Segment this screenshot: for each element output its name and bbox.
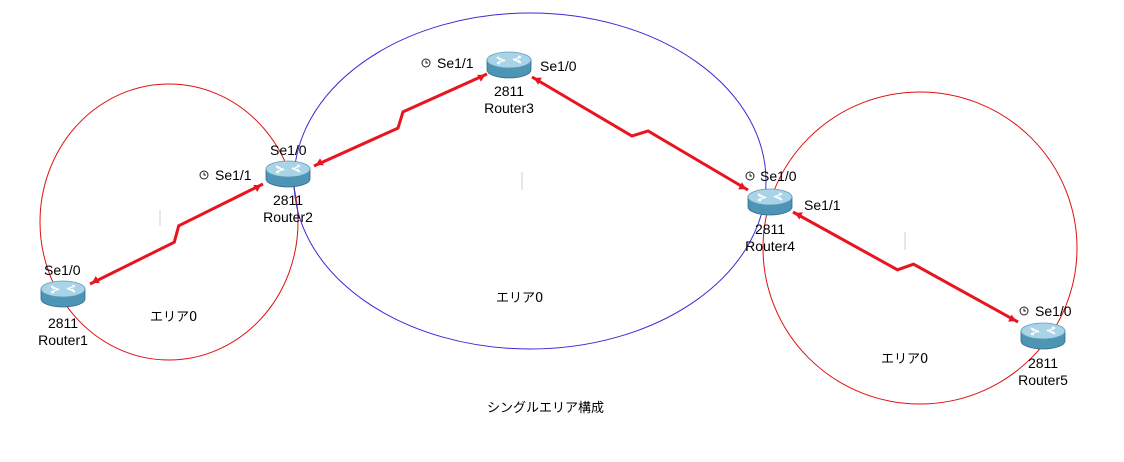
interface-label-to: Se1/0 bbox=[1035, 303, 1072, 319]
router-r1[interactable] bbox=[40, 280, 86, 308]
interface-label-from: Se1/1 bbox=[804, 197, 841, 213]
router-top bbox=[1020, 322, 1066, 340]
router-name-label: Router4 bbox=[745, 238, 795, 254]
link-endpoint-marker bbox=[315, 158, 324, 166]
area-right-label: エリア0 bbox=[881, 352, 928, 367]
router-arrows-icon bbox=[50, 284, 76, 294]
router-r5[interactable] bbox=[1020, 322, 1066, 350]
interface-label-to: Se1/1 bbox=[215, 167, 252, 183]
router-model-label: 2811 bbox=[273, 192, 303, 208]
link-endpoint-marker bbox=[794, 212, 803, 220]
router-top bbox=[747, 188, 793, 206]
router-arrows-icon bbox=[1030, 326, 1056, 336]
serial-link-1 bbox=[89, 182, 264, 286]
link-endpoint-marker bbox=[91, 276, 100, 283]
areas-layer bbox=[39, 12, 1078, 405]
routers-layer: 2811Router12811Router22811Router32811Rou… bbox=[38, 51, 1068, 388]
router-name-label: Router1 bbox=[38, 332, 88, 348]
router-model-label: 2811 bbox=[755, 221, 785, 237]
link-endpoint-marker bbox=[533, 77, 542, 85]
router-top bbox=[265, 160, 311, 178]
serial-link-4 bbox=[792, 210, 1019, 324]
router-top bbox=[486, 51, 532, 69]
diagram-title: シングルエリア構成 bbox=[487, 401, 604, 416]
router-name-label: Router2 bbox=[263, 209, 313, 225]
router-model-label: 2811 bbox=[1028, 355, 1058, 371]
router-r2[interactable] bbox=[265, 160, 311, 188]
router-model-label: 2811 bbox=[48, 315, 78, 331]
interface-label-to: Se1/1 bbox=[437, 55, 474, 71]
interface-label-from: Se1/0 bbox=[270, 142, 307, 158]
router-r4[interactable] bbox=[747, 188, 793, 216]
router-top bbox=[40, 280, 86, 298]
interface-label-to: Se1/0 bbox=[760, 168, 797, 184]
interface-label-from: Se1/0 bbox=[44, 262, 81, 278]
serial-link-3 bbox=[531, 75, 749, 192]
area-left-ellipse bbox=[39, 83, 299, 361]
router-arrows-icon bbox=[275, 164, 301, 174]
clock-icon bbox=[745, 171, 755, 181]
clock-icon bbox=[421, 58, 431, 68]
router-arrows-icon bbox=[757, 192, 783, 202]
interface-label-from: Se1/0 bbox=[540, 58, 577, 74]
router-name-label: Router5 bbox=[1018, 372, 1068, 388]
router-name-label: Router3 bbox=[484, 100, 534, 116]
clock-icon bbox=[1019, 306, 1029, 316]
link-endpoint-marker bbox=[477, 74, 486, 82]
link-endpoint-marker bbox=[738, 182, 747, 190]
area-center-label: エリア0 bbox=[496, 291, 543, 306]
link-endpoint-marker bbox=[253, 185, 262, 192]
router-model-label: 2811 bbox=[494, 83, 524, 99]
link-endpoint-marker bbox=[1008, 314, 1017, 322]
router-arrows-icon bbox=[496, 55, 522, 65]
faint-marks bbox=[159, 172, 906, 250]
clock-icon bbox=[199, 170, 209, 180]
links-layer bbox=[89, 72, 1019, 324]
router-r3[interactable] bbox=[486, 51, 532, 79]
area-left-label: エリア0 bbox=[150, 310, 197, 325]
area-right-ellipse bbox=[762, 91, 1078, 405]
serial-link-2 bbox=[313, 72, 488, 168]
